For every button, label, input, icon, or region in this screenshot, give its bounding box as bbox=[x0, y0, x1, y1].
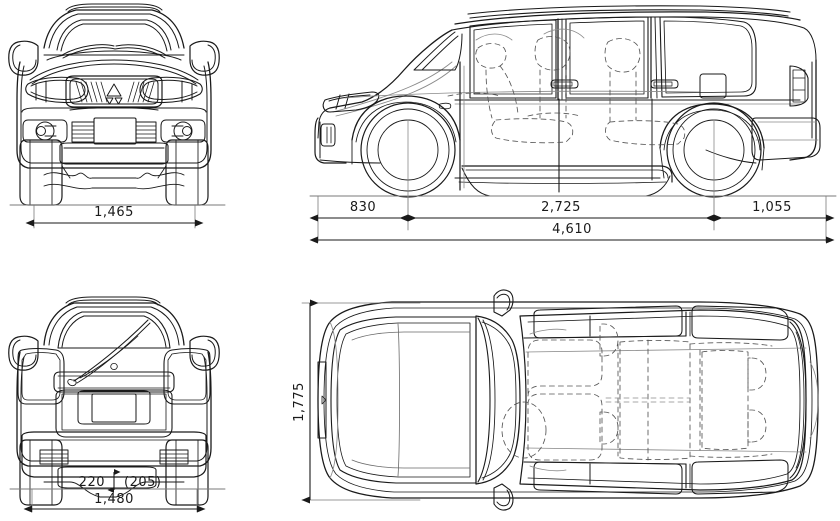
dim-rear-overhang: 1,055 bbox=[705, 200, 835, 222]
dim-front-track-label: 1,465 bbox=[94, 205, 134, 220]
dim-wheelbase: 2,725 bbox=[399, 200, 723, 222]
mitsubishi-emblem bbox=[105, 83, 123, 105]
dim-ground-clearance-label: 220 bbox=[79, 475, 105, 490]
dim-front-overhang: 830 bbox=[309, 200, 417, 222]
dim-ground-clearance: 220 (205) bbox=[79, 469, 161, 493]
dim-front-overhang-label: 830 bbox=[350, 200, 376, 215]
top-view bbox=[317, 289, 819, 511]
dim-rear-track-label: 1,480 bbox=[94, 492, 134, 507]
dim-rear-track: 1,480 bbox=[23, 492, 206, 513]
dim-overall-width-label: 1,775 bbox=[292, 382, 307, 422]
rear-view bbox=[8, 296, 220, 506]
dim-overall-length-label: 4,610 bbox=[552, 222, 592, 237]
dim-wheelbase-label: 2,725 bbox=[541, 200, 581, 215]
dim-overall-width: 1,775 bbox=[292, 299, 319, 504]
dim-rear-overhang-label: 1,055 bbox=[752, 200, 792, 215]
dim-front-track: 1,465 bbox=[25, 205, 204, 227]
dim-overall-length: 4,610 bbox=[309, 222, 835, 244]
side-view bbox=[314, 5, 821, 198]
front-view bbox=[8, 3, 220, 206]
dim-ground-clearance-alt-label: (205) bbox=[124, 475, 161, 490]
